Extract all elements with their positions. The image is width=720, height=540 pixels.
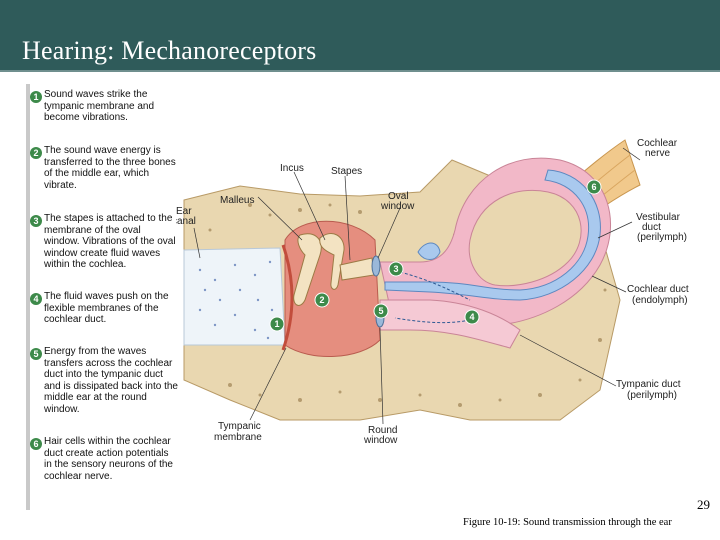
slide-title: Hearing: Mechanoreceptors [22,36,317,65]
step-text: The sound wave energy is transferred to … [44,145,176,191]
label-cochlear-nerve: Cochlear [637,138,678,149]
step-number-badge: 3 [30,215,42,227]
title-bar: Hearing: Mechanoreceptors [0,0,720,72]
steps-panel: 1 Sound waves strike the tympanic membra… [26,84,180,510]
figure-badge-1: 1 [269,316,285,332]
title-divider [0,70,720,72]
figure-badge-5: 5 [373,303,389,319]
fluid-wave-arrow [394,317,471,324]
label-tympanic-membrane-2: membrane [214,432,262,443]
svg-text:2: 2 [319,295,324,305]
step-number-badge: 5 [30,348,42,360]
malleus [293,233,322,306]
svg-text:6: 6 [591,182,596,192]
step-text: Hair cells within the cochlear duct crea… [44,436,173,482]
svg-text:5: 5 [378,306,383,316]
tympanic-duct [379,299,521,349]
label-vestibular-duct-3: (perilymph) [637,232,687,243]
fluid-wave-arrow [399,271,471,301]
bone-texture [208,198,607,407]
figure-caption: Figure 10-19: Sound transmission through… [463,517,672,528]
tympanic-membrane [281,244,294,351]
label-ear-canal: Ear [176,206,192,217]
label-incus: Incus [280,163,304,174]
label-stapes: Stapes [331,166,362,177]
step-number-badge: 4 [30,293,42,305]
label-vestibular-duct-2: duct [642,222,661,233]
label-cochlear-duct: Cochlear duct [627,284,689,295]
label-oval-window-2: window [380,201,415,212]
label-cochlear-duct-2: (endolymph) [632,295,688,306]
label-ear-canal-2: canal [176,216,196,227]
label-cochlear-nerve-2: nerve [645,148,670,159]
step-text: Energy from the waves transfers across t… [44,346,178,415]
sound-wave-dots [198,260,274,340]
svg-text:1: 1 [274,319,279,329]
figure-badge-2: 2 [314,292,330,308]
figure-badge-3: 3 [388,261,404,277]
incus [319,233,345,290]
step-text: The stapes is attached to the membrane o… [44,213,176,271]
step-number-badge: 1 [30,91,42,103]
step-number-badge: 2 [30,147,42,159]
page-number: 29 [697,497,710,512]
figure-badge-4: 4 [464,309,480,325]
svg-text:4: 4 [469,312,474,322]
label-malleus: Malleus [220,195,254,206]
svg-text:3: 3 [393,264,398,274]
oval-window-bulge [417,242,441,260]
step-text: The fluid waves push on the flexible mem… [44,291,169,326]
label-vestibular-duct: Vestibular [636,212,681,223]
cochlear-duct [384,169,601,301]
step-number-badge: 6 [30,438,42,450]
figure-badge-6: 6 [586,179,602,195]
oval-window [371,255,381,277]
leader-lines [193,147,641,425]
label-oval-window: Oval [388,191,409,202]
ear-diagram: Incus Stapes Malleus Ear canal Oval wind… [176,138,689,446]
label-round-window-2: window [363,435,398,446]
label-tympanic-membrane: Tympanic [218,421,261,432]
label-tympanic-duct: Tympanic duct [616,379,681,390]
step-text: Sound waves strike the tympanic membrane… [44,89,155,124]
label-tympanic-duct-2: (perilymph) [627,390,677,401]
label-round-window: Round [368,425,397,436]
